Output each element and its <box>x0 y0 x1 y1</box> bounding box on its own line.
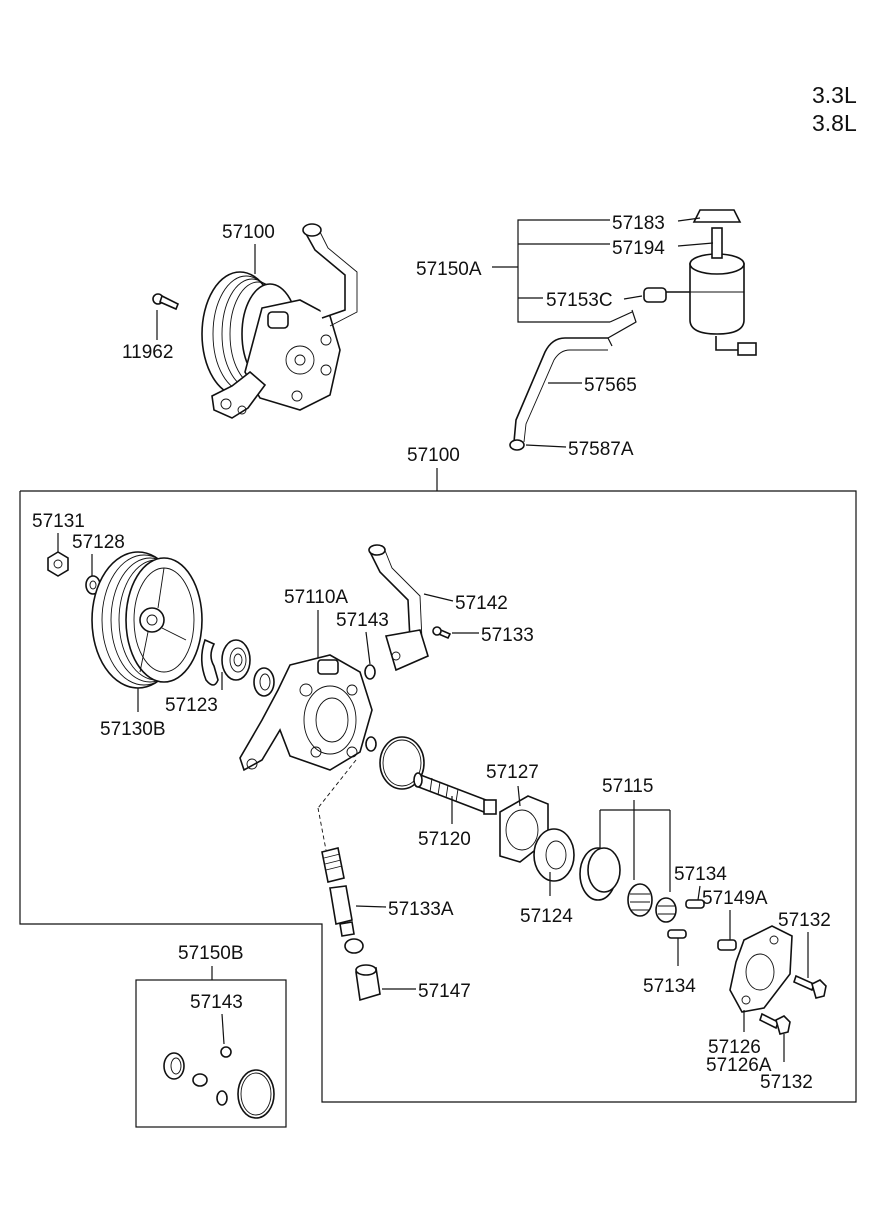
main-assembly-frame <box>19 490 857 1103</box>
pulley-57130b-drawing <box>91 551 203 689</box>
label-57124: 57124 <box>520 906 573 927</box>
label-57100-assembly: 57100 <box>222 222 275 243</box>
label-11962: 11962 <box>122 342 173 363</box>
label-57183: 57183 <box>612 213 665 234</box>
label-57587a: 57587A <box>568 439 634 460</box>
label-57134-upper: 57134 <box>674 864 727 885</box>
bolt-57132-lower-drawing <box>759 1012 779 1030</box>
flow-control-valve-57133a-drawing <box>321 847 355 937</box>
label-57123: 57123 <box>165 695 218 716</box>
label-57115: 57115 <box>602 776 653 797</box>
bolt-11962-drawing <box>152 293 180 311</box>
label-57565: 57565 <box>584 375 637 396</box>
return-hose-57565-drawing <box>509 337 608 451</box>
reservoir-drawing <box>643 209 757 356</box>
bolt-57132-upper-drawing <box>793 974 815 992</box>
rotor-ring-57115-drawing <box>579 847 677 923</box>
label-57147: 57147 <box>418 981 471 1002</box>
label-57143-main: 57143 <box>336 610 389 631</box>
label-57153c: 57153C <box>546 290 613 311</box>
label-57132-upper: 57132 <box>778 910 831 931</box>
label-57131: 57131 <box>32 511 85 532</box>
large-o-ring-drawing <box>379 736 425 790</box>
label-57134-lower: 57134 <box>643 976 696 997</box>
label-57120: 57120 <box>418 829 471 850</box>
label-57133a: 57133A <box>388 899 454 920</box>
pin-57134-upper-drawing <box>685 899 705 909</box>
rear-cover-57126-drawing <box>729 925 793 1013</box>
engine-variant-3.8l: 3.8L <box>812 110 857 136</box>
label-57194: 57194 <box>612 238 665 259</box>
label-57149a: 57149A <box>702 888 768 909</box>
pin-57134-lower-drawing <box>667 929 687 939</box>
shaft-57120-drawing <box>413 772 497 815</box>
label-57100-main: 57100 <box>407 445 460 466</box>
assembled-pump-drawing <box>201 223 358 419</box>
cam-ring-57124-drawing <box>533 828 575 882</box>
label-57128: 57128 <box>72 532 125 553</box>
o-ring-small-drawing <box>364 664 376 680</box>
pump-body-57110a-drawing <box>239 654 373 772</box>
engine-variant-3.3l: 3.3L <box>812 82 857 108</box>
plug-57147-drawing <box>355 964 381 1002</box>
label-57133: 57133 <box>481 625 534 646</box>
label-57130b: 57130B <box>100 719 166 740</box>
label-57127: 57127 <box>486 762 539 783</box>
label-57142: 57142 <box>455 593 508 614</box>
pipe-57142-drawing <box>368 544 429 672</box>
snap-ring-bearing-57123-drawing <box>200 638 275 697</box>
label-57132-lower: 57132 <box>760 1072 813 1093</box>
nut-57131-drawing <box>47 551 69 577</box>
label-57110a: 57110A <box>284 587 348 608</box>
seal-kit-parts-drawing <box>163 1046 275 1119</box>
label-57150a: 57150A <box>416 259 482 280</box>
label-57126a: 57126A <box>706 1055 772 1076</box>
label-57126: 57126 <box>708 1037 761 1058</box>
seal-kit-frame <box>135 979 287 1128</box>
label-57150b: 57150B <box>178 943 244 964</box>
label-57143-kit: 57143 <box>190 992 243 1013</box>
